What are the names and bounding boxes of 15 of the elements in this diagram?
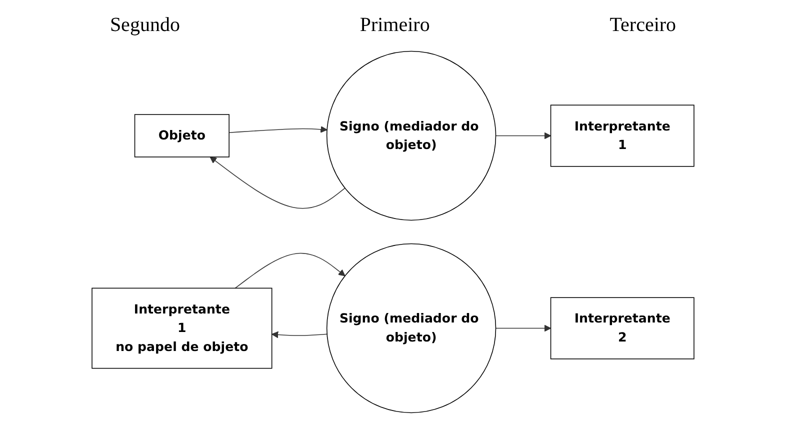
column-heading: Primeiro bbox=[360, 14, 430, 37]
arrow bbox=[272, 331, 328, 338]
column-heading: Segundo bbox=[110, 14, 180, 37]
arrow bbox=[228, 126, 328, 133]
column-heading: Terceiro bbox=[610, 14, 676, 37]
node-box: Interpretante 1 no papel de objeto bbox=[92, 288, 272, 369]
node-box: Objeto bbox=[134, 114, 230, 158]
arrow bbox=[234, 252, 346, 289]
node-box: Interpretante 2 bbox=[550, 297, 694, 360]
node-box: Interpretante 1 bbox=[550, 104, 694, 167]
arrow bbox=[210, 156, 346, 209]
arrow bbox=[495, 132, 552, 140]
arrow bbox=[495, 324, 552, 332]
node-circle: Signo (mediador do objeto) bbox=[326, 50, 496, 221]
node-circle: Signo (mediador do objeto) bbox=[326, 243, 496, 414]
